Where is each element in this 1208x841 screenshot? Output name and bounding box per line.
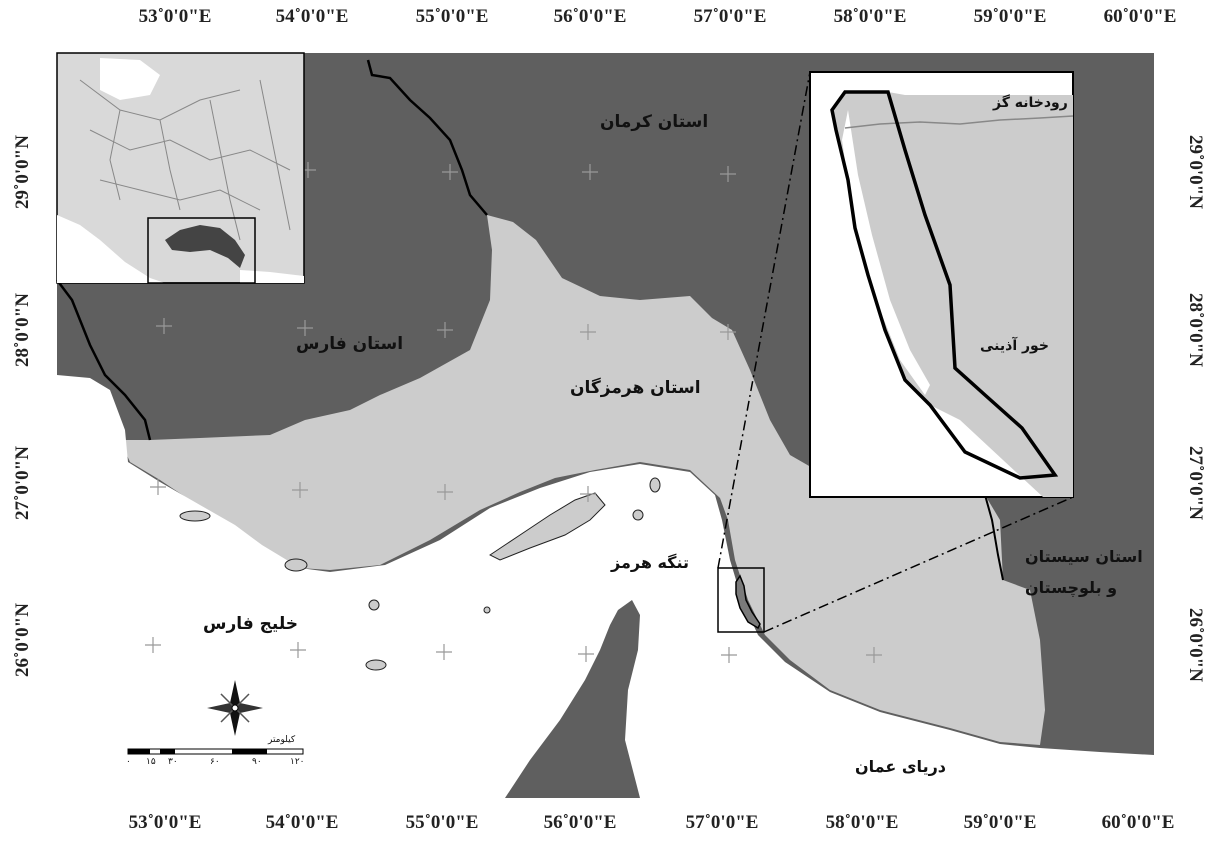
scale-bar [127,748,304,755]
strait-of-hormuz-label: تنگه هرمز [611,553,690,572]
right-latitude-label: 26˚0'0"N [1184,608,1206,682]
top-longitude-label: 60˚0'0"E [1103,6,1177,27]
island [649,477,661,493]
north-arrow-icon [207,680,263,736]
island [483,606,491,614]
top-longitude-label: 58˚0'0"E [833,6,907,27]
left-latitude-label: 27˚0'0"N [11,446,33,520]
island [632,509,644,521]
kerman-province-label: استان کرمان [600,112,709,132]
kerman-fars-boundary [366,59,488,216]
right-latitude-label: 29˚0'0"N [1184,135,1206,209]
right-latitude-label: 27˚0'0"N [1184,446,1206,520]
sistan-province-label-line1: استان سیستان [1025,547,1143,566]
qeshm-island [489,492,606,561]
bottom-longitude-label: 60˚0'0"E [1101,812,1175,833]
inset-connector [717,71,811,569]
scale-bar-tick: ۶۰ [210,757,220,767]
hormozgan-province [120,215,1045,745]
bottom-longitude-label: 57˚0'0"E [685,812,759,833]
iran-overview-inset [56,52,305,284]
left-latitude-label: 28˚0'0"N [11,293,33,367]
right-latitude-label: 28˚0'0"N [1184,293,1206,367]
top-longitude-label: 53˚0'0"E [138,6,212,27]
fars-hormozgan-boundary [56,279,152,441]
bottom-longitude-label: 55˚0'0"E [405,812,479,833]
bottom-longitude-label: 59˚0'0"E [963,812,1037,833]
hormozgan-province-label: استان هرمزگان [570,378,701,398]
island [368,599,380,611]
scale-bar-tick: ۱۵ [146,757,156,767]
gaz-river-label: رودخانه گز [993,95,1068,111]
bottom-longitude-label: 53˚0'0"E [128,812,202,833]
study-area-box [717,567,765,633]
island [365,659,387,671]
scale-bar-tick: ۳۰ [168,757,178,767]
sistan-boundary [984,494,1004,581]
study-area-inset [809,71,1074,498]
scale-bar-tick: ۹۰ [252,757,262,767]
graticule [145,162,882,663]
azini-creek-label: خور آذینی [980,338,1049,354]
persian-gulf-label: خلیج فارس [203,614,299,634]
top-longitude-label: 55˚0'0"E [415,6,489,27]
oman-sea-label: دریای عمان [855,757,946,776]
fars-province-label: استان فارس [296,334,404,354]
scale-bar-unit: کیلومتر [268,735,296,745]
study-area-outline [735,574,761,630]
bottom-longitude-label: 56˚0'0"E [543,812,617,833]
left-latitude-label: 29˚0'0"N [11,135,33,209]
top-longitude-label: 54˚0'0"E [275,6,349,27]
top-longitude-label: 56˚0'0"E [553,6,627,27]
left-latitude-label: 26˚0'0"N [11,603,33,677]
sea-area [57,375,1154,798]
bottom-longitude-label: 58˚0'0"E [825,812,899,833]
island [179,510,211,522]
top-longitude-label: 57˚0'0"E [693,6,767,27]
island [284,558,308,572]
top-longitude-label: 59˚0'0"E [973,6,1047,27]
scale-bar-tick: ۰ [126,757,131,767]
inset-connector [763,496,1074,633]
scale-bar-tick: ۱۲۰ [290,757,305,767]
sistan-province-label-line2: و بلوچستان [1025,578,1118,597]
bottom-longitude-label: 54˚0'0"E [265,812,339,833]
musandam-peninsula [505,600,640,798]
